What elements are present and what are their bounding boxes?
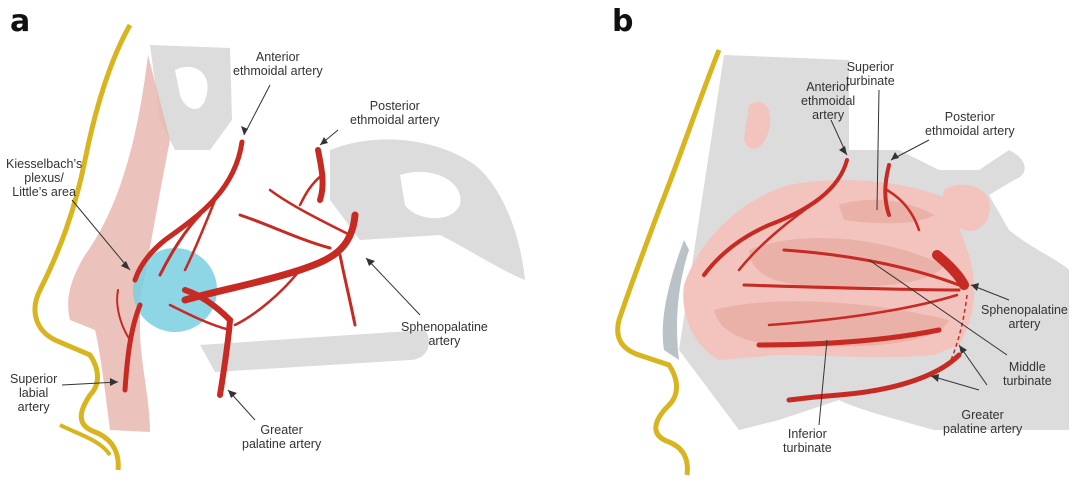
arrowhead-anterior-ethmoidal	[241, 126, 248, 135]
arrowhead-greater-palatine	[228, 390, 237, 398]
sphenopalatine-branch-2	[240, 215, 330, 248]
label-anterior-ethmoidal-artery: Anterior ethmoidal artery	[801, 80, 855, 122]
label-superior-labial-artery: Superior labial artery	[10, 372, 57, 414]
label-sphenopalatine-artery: Sphenopalatine artery	[981, 303, 1068, 331]
label-posterior-ethmoidal-artery: Posterior ethmoidal artery	[350, 99, 440, 127]
label-greater-palatine-artery: Greater palatine artery	[943, 408, 1022, 436]
leader-anterior-ethmoidal	[244, 85, 270, 135]
label-greater-palatine-artery: Greater palatine artery	[242, 423, 321, 451]
label-posterior-ethmoidal-artery: Posterior ethmoidal artery	[925, 110, 1015, 138]
label-inferior-turbinate: Inferior turbinate	[783, 427, 832, 455]
label-middle-turbinate: Middle turbinate	[1003, 360, 1052, 388]
label-kiesselbach-plexus: Kiesselbach’s plexus/ Little’s area	[6, 157, 82, 199]
arrowhead-posterior-ethmoidal	[320, 137, 328, 145]
sphenopalatine-branch-1	[340, 255, 355, 325]
panel-b: b	[539, 0, 1079, 484]
hard-palate-shape	[200, 330, 429, 372]
label-anterior-ethmoidal-artery: Anterior ethmoidal artery	[233, 50, 323, 78]
septal-cartilage-shape	[68, 55, 170, 432]
leader-sphenopalatine	[366, 258, 420, 315]
arrowhead-sphenopalatine	[366, 258, 375, 266]
label-sphenopalatine-artery: Sphenopalatine artery	[401, 320, 488, 348]
panel-a: a	[0, 0, 540, 484]
